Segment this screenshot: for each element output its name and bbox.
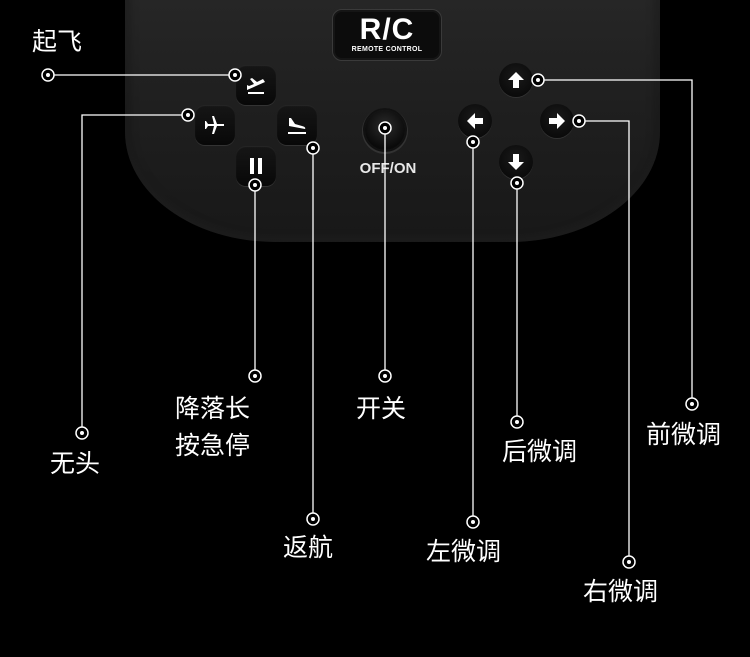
headless-label: 无头	[50, 449, 101, 478]
plane-landing-icon	[288, 118, 306, 134]
callout-dot-group	[41, 68, 699, 569]
callout-dot-centers	[46, 73, 694, 564]
land-label-line2: 按急停	[175, 431, 251, 460]
power-button-label: OFF/ON	[359, 160, 417, 177]
return-home-label: 返航	[283, 533, 334, 562]
rc-logo-title: R/C	[359, 13, 415, 46]
arrow-right-icon	[549, 113, 565, 129]
left-trim-label: 左微调	[426, 537, 502, 566]
rc-logo-subtitle: REMOTE CONTROL	[351, 46, 423, 53]
plane-headless-icon	[205, 116, 224, 134]
headless-button[interactable]	[195, 105, 235, 145]
front-trim-callout-line	[538, 79, 693, 404]
front-trim-button[interactable]	[499, 63, 533, 97]
arrow-left-icon	[467, 113, 483, 129]
rc-logo-badge: R/C REMOTE CONTROL	[332, 9, 442, 61]
plane-takeoff-icon	[247, 78, 265, 94]
land-label-line1: 降落长	[175, 394, 251, 423]
left-trim-button[interactable]	[458, 104, 492, 138]
headless-callout-line	[81, 114, 188, 433]
front-trim-label: 前微调	[646, 420, 722, 449]
right-trim-label: 右微调	[583, 577, 659, 606]
back-trim-button[interactable]	[499, 145, 533, 179]
back-trim-label: 后微调	[502, 437, 578, 466]
power-switch-label: 开关	[356, 394, 407, 423]
return-home-button[interactable]	[277, 105, 317, 145]
takeoff-label: 起飞	[32, 27, 83, 56]
callout-line-group	[48, 74, 693, 562]
right-trim-callout-line	[579, 120, 630, 562]
right-trim-button[interactable]	[540, 104, 574, 138]
pause-icon	[250, 158, 262, 174]
arrow-up-icon	[508, 72, 524, 88]
takeoff-button[interactable]	[236, 65, 276, 105]
arrow-down-icon	[508, 154, 524, 170]
